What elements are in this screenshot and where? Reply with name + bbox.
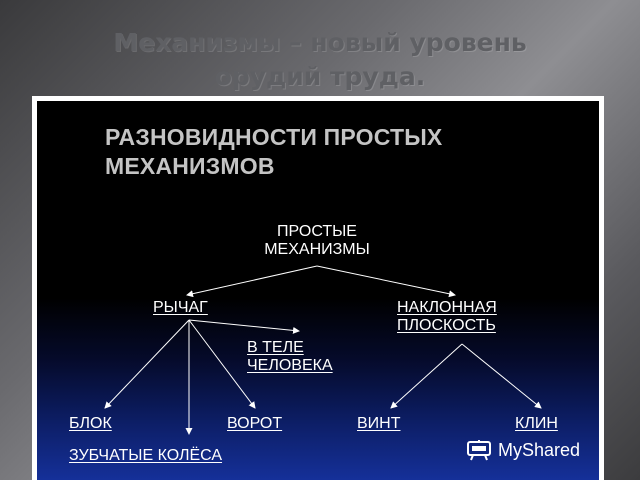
- arrow-lever-to-windlass: [188, 319, 256, 409]
- node-simple-machines-line-1: ПРОСТЫЕ: [277, 223, 357, 240]
- node-inclined-plane-line-1: НАКЛОННАЯ: [397, 299, 497, 316]
- arrow-inclined-to-screw: [390, 343, 463, 409]
- diagram-panel: РАЗНОВИДНОСТИ ПРОСТЫХ МЕХАНИЗМОВ ПРОС: [37, 101, 599, 480]
- arrow-lever-to-human-body: [188, 319, 300, 334]
- slide-title-line-2: орудий труда.: [214, 62, 426, 91]
- node-simple-machines: ПРОСТЫЕ МЕХАНИЗМЫ: [227, 223, 407, 259]
- diagram-heading-line-1: РАЗНОВИДНОСТИ ПРОСТЫХ: [105, 124, 443, 150]
- node-lever: РЫЧАГ: [153, 299, 208, 316]
- node-human-body-line-2: ЧЕЛОВЕКА: [247, 357, 333, 374]
- myshared-watermark: MyShared: [467, 439, 580, 461]
- node-wedge: КЛИН: [515, 415, 558, 432]
- node-block: БЛОК: [69, 415, 112, 432]
- diagram-heading-line-2: МЕХАНИЗМОВ: [105, 153, 275, 179]
- node-inclined-plane-line-2: ПЛОСКОСТЬ: [397, 317, 496, 334]
- node-windlass: ВОРОТ: [227, 415, 283, 432]
- myshared-logo-icon: [467, 440, 491, 461]
- slide-title-line-1: Механизмы – новый уровень: [113, 28, 527, 57]
- node-gears: ЗУБЧАТЫЕ КОЛЁСА: [69, 447, 223, 464]
- diagram-heading: РАЗНОВИДНОСТИ ПРОСТЫХ МЕХАНИЗМОВ: [105, 123, 442, 181]
- slide-title: Механизмы – новый уровень орудий труда.: [0, 26, 640, 94]
- node-inclined-plane: НАКЛОННАЯ ПЛОСКОСТЬ: [397, 299, 497, 335]
- arrow-root-to-inclined-plane: [316, 265, 456, 298]
- arrow-inclined-to-wedge: [461, 343, 542, 409]
- diagram-connectors: [104, 265, 542, 435]
- myshared-brand-text: MyShared: [498, 439, 581, 460]
- node-human-body: В ТЕЛЕ ЧЕЛОВЕКА: [247, 339, 333, 375]
- node-human-body-line-1: В ТЕЛЕ: [247, 339, 304, 356]
- slide-image-frame: РАЗНОВИДНОСТИ ПРОСТЫХ МЕХАНИЗМОВ ПРОС: [32, 96, 604, 480]
- node-simple-machines-line-2: МЕХАНИЗМЫ: [264, 241, 370, 258]
- arrow-root-to-lever: [186, 265, 318, 298]
- arrow-lever-to-block: [104, 319, 190, 409]
- node-screw: ВИНТ: [357, 415, 401, 432]
